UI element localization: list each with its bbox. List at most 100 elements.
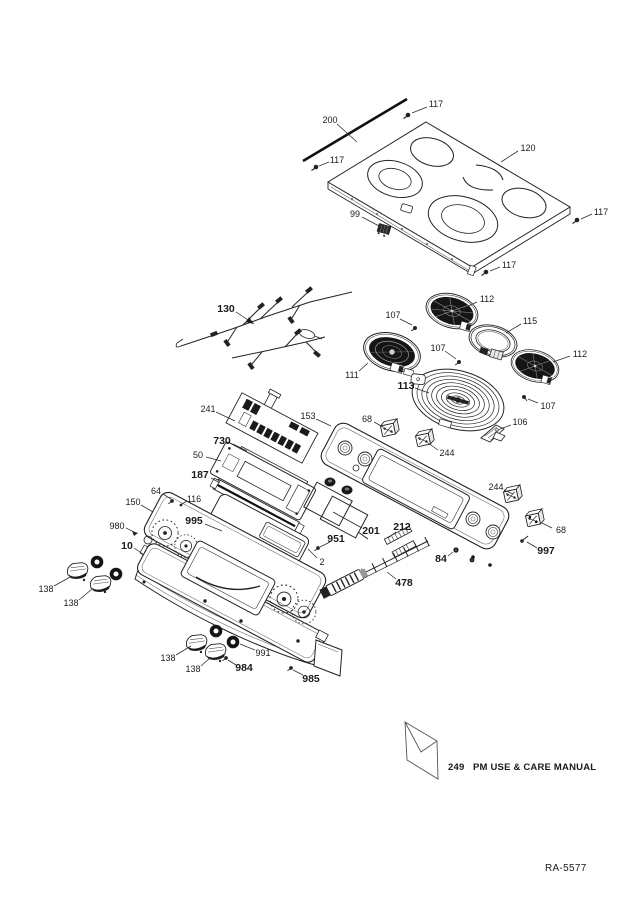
diagram-code: RA-5577: [545, 863, 587, 874]
leader-line-10: [133, 547, 144, 555]
callout-244: 244: [439, 448, 454, 458]
callout-50: 50: [193, 450, 203, 460]
burner-outline-top: [410, 137, 454, 167]
leader-line-64: [162, 493, 172, 500]
callout-138: 138: [185, 664, 200, 674]
end-cap: [313, 629, 343, 677]
callout-107: 107: [430, 343, 445, 353]
callout-2: 2: [319, 557, 324, 567]
leader-line-106: [499, 424, 512, 430]
callout-201: 201: [362, 525, 380, 537]
callout-991: 991: [255, 648, 270, 658]
leader-line-120: [500, 150, 519, 163]
callout-113: 113: [398, 380, 415, 392]
terminal-block-99: [376, 223, 392, 237]
leader-line-241: [215, 411, 236, 422]
display-housing-50: [210, 441, 316, 521]
leader-line-50: [205, 456, 222, 462]
leader-line-117: [489, 266, 501, 272]
callout-241: 241: [200, 404, 215, 414]
callout-117: 117: [330, 155, 344, 165]
manual-part-number: 249: [448, 762, 464, 773]
cooktop-glass: [310, 112, 580, 277]
leader-line-112: [463, 301, 478, 309]
wiring-harness: [175, 286, 353, 370]
callout-995: 995: [185, 515, 203, 527]
manual-label: PM USE & CARE MANUAL: [473, 762, 596, 773]
callout-478: 478: [395, 577, 413, 589]
callout-130: 130: [217, 303, 235, 315]
leader-line-138: [200, 656, 212, 667]
leader-line-201: [332, 511, 363, 529]
switch-68-left: [379, 418, 401, 438]
support-frame-187: [209, 477, 305, 535]
leader-line-138: [175, 645, 192, 656]
callout-106: 106: [512, 417, 527, 427]
coil-element-113: [410, 368, 505, 432]
callout-730: 730: [213, 435, 231, 447]
callout-200: 200: [322, 115, 337, 125]
encoder-shafts: [324, 477, 353, 495]
callout-138: 138: [160, 653, 175, 663]
callout-997: 997: [537, 545, 555, 557]
leader-line-244: [427, 442, 439, 451]
front-panel-10: [134, 540, 343, 677]
callout-212: 212: [393, 521, 411, 533]
leader-line-138: [78, 588, 93, 601]
control-panel-153: [320, 422, 510, 567]
bridge-marks: [462, 164, 504, 191]
callout-120: 120: [520, 143, 535, 153]
callout-112: 112: [480, 294, 494, 304]
callout-951: 951: [327, 533, 345, 545]
leader-line-997: [526, 541, 538, 549]
callout-117: 117: [502, 260, 516, 270]
leader-line-117: [411, 106, 428, 114]
display-window: [180, 540, 276, 616]
document-icon: [404, 721, 439, 780]
callout-244: 244: [488, 482, 503, 492]
callout-64: 64: [151, 486, 161, 496]
callout-985: 985: [302, 673, 320, 685]
leader-line-187: [210, 477, 221, 484]
knob-138: [64, 559, 91, 582]
callout-111: 111: [345, 370, 359, 380]
leader-line-995: [204, 523, 223, 532]
callout-117: 117: [429, 99, 443, 109]
callout-187: 187: [191, 469, 209, 481]
callout-84: 84: [435, 553, 447, 565]
leader-line-111: [358, 362, 369, 372]
callout-153: 153: [300, 411, 315, 421]
bracket-106: [480, 424, 506, 443]
mounting-brackets-201: [303, 481, 369, 540]
leader-arrowhead-130: [245, 317, 254, 324]
leader-line-153: [315, 418, 332, 427]
leader-line-113: [414, 387, 430, 394]
leader-line-730: [232, 443, 248, 452]
leader-line-951: [319, 541, 331, 548]
radiant-element-112-top: [425, 292, 479, 332]
callout-138: 138: [63, 598, 78, 608]
leader-line-478: [386, 571, 397, 580]
vent-dots: [351, 198, 453, 260]
callout-107: 107: [540, 401, 555, 411]
radiant-element-111: [363, 332, 421, 377]
callout-107: 107: [385, 310, 400, 320]
leader-line-212: [387, 531, 397, 539]
callout-115: 115: [523, 316, 537, 326]
knob-138: [87, 572, 114, 595]
misc-fasteners: [132, 498, 529, 672]
callout-980: 980: [109, 521, 124, 531]
burner-outline-left: [367, 159, 423, 199]
leader-line-68: [541, 522, 553, 529]
leader-line-107: [399, 318, 413, 326]
leader-line-99: [361, 216, 380, 227]
callout-99: 99: [350, 209, 360, 219]
callout-112: 112: [573, 349, 587, 359]
leader-line-68: [373, 421, 384, 428]
band-screws: [142, 580, 300, 643]
manual-note: 249 PM USE & CARE MANUAL: [404, 721, 596, 780]
callout-68: 68: [556, 525, 566, 535]
knob-set-screws: [82, 578, 222, 663]
leader-line-244: [503, 489, 514, 495]
